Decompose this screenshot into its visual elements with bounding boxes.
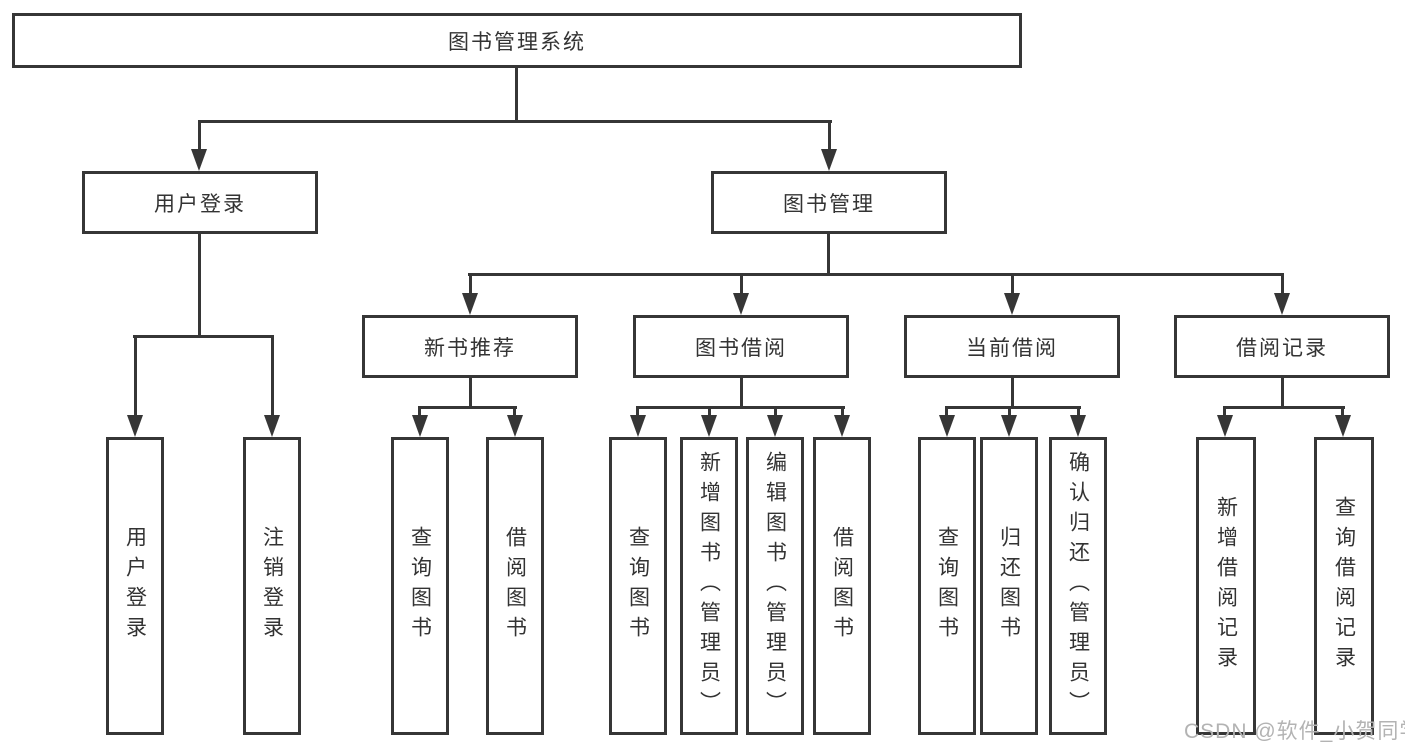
arrow-down-icon xyxy=(834,415,850,437)
leaf-user-login: 用户登录 xyxy=(106,437,164,735)
arrow-down-icon xyxy=(1004,293,1020,315)
connector-line xyxy=(1341,406,1344,417)
connector-line xyxy=(133,335,274,338)
node-current-borrow: 当前借阅 xyxy=(904,315,1120,378)
watermark: CSDN @软件_小贺同学 xyxy=(1184,720,1405,743)
leaf-user-login-label: 用户登录 xyxy=(123,526,147,646)
node-current-borrow-label: 当前借阅 xyxy=(966,336,1058,360)
arrow-down-icon xyxy=(630,415,646,437)
arrow-down-icon xyxy=(701,415,717,437)
leaf-records-query-record: 查询借阅记录 xyxy=(1314,437,1374,735)
leaf-recommend-query-books: 查询图书 xyxy=(391,437,449,735)
connector-line xyxy=(513,406,516,417)
connector-line xyxy=(134,335,137,417)
arrow-down-icon xyxy=(821,149,837,171)
connector-line xyxy=(515,66,518,122)
node-book-borrow-label: 图书借阅 xyxy=(695,336,787,360)
arrow-down-icon xyxy=(767,415,783,437)
leaf-current-query-books: 查询图书 xyxy=(918,437,976,735)
leaf-logout-label: 注销登录 xyxy=(260,526,284,646)
arrow-down-icon xyxy=(127,415,143,437)
leaf-borrow-query-books-label: 查询图书 xyxy=(626,526,650,646)
leaf-current-return-books: 归还图书 xyxy=(980,437,1038,735)
connector-line xyxy=(469,273,472,295)
leaf-borrow-borrow-books: 借阅图书 xyxy=(813,437,871,735)
arrow-down-icon xyxy=(462,293,478,315)
node-book-borrow: 图书借阅 xyxy=(633,315,849,378)
node-user-login-label: 用户登录 xyxy=(154,192,246,216)
arrow-down-icon xyxy=(733,293,749,315)
connector-line xyxy=(418,406,517,409)
node-borrow-records: 借阅记录 xyxy=(1174,315,1390,378)
leaf-current-query-books-label: 查询图书 xyxy=(935,526,959,646)
arrow-down-icon xyxy=(191,149,207,171)
connector-line xyxy=(468,273,1283,276)
node-user-login: 用户登录 xyxy=(82,171,318,234)
leaf-records-add-record-label: 新增借阅记录 xyxy=(1214,496,1238,676)
connector-line xyxy=(418,406,421,417)
leaf-recommend-borrow-books: 借阅图书 xyxy=(486,437,544,735)
leaf-borrow-borrow-books-label: 借阅图书 xyxy=(830,526,854,646)
connector-line xyxy=(740,378,743,409)
connector-line xyxy=(1281,378,1284,409)
arrow-down-icon xyxy=(412,415,428,437)
connector-line xyxy=(828,120,831,149)
connector-line xyxy=(827,234,830,276)
leaf-records-add-record: 新增借阅记录 xyxy=(1196,437,1256,735)
connector-line xyxy=(198,120,201,149)
leaf-logout: 注销登录 xyxy=(243,437,301,735)
connector-line xyxy=(1223,406,1345,409)
connector-line xyxy=(636,406,845,409)
leaf-current-return-books-label: 归还图书 xyxy=(997,526,1021,646)
connector-line xyxy=(1011,273,1014,295)
connector-line xyxy=(945,406,948,417)
node-borrow-records-label: 借阅记录 xyxy=(1236,336,1328,360)
arrow-down-icon xyxy=(507,415,523,437)
connector-line xyxy=(469,378,472,409)
connector-line xyxy=(198,234,201,338)
connector-line xyxy=(1008,406,1011,417)
arrow-down-icon xyxy=(939,415,955,437)
arrow-down-icon xyxy=(1217,415,1233,437)
leaf-borrow-edit-books-admin-label: 编辑图书（管理员） xyxy=(763,451,787,721)
connector-line xyxy=(708,406,711,417)
node-root-label: 图书管理系统 xyxy=(448,30,586,54)
arrow-down-icon xyxy=(1070,415,1086,437)
connector-line xyxy=(1077,406,1080,417)
connector-line xyxy=(271,335,274,417)
arrow-down-icon xyxy=(1001,415,1017,437)
leaf-borrow-add-books-admin: 新增图书（管理员） xyxy=(680,437,738,735)
node-book-management-label: 图书管理 xyxy=(783,192,875,216)
arrow-down-icon xyxy=(1335,415,1351,437)
connector-line xyxy=(198,120,832,123)
leaf-borrow-query-books: 查询图书 xyxy=(609,437,667,735)
node-new-book-recommend: 新书推荐 xyxy=(362,315,578,378)
connector-line xyxy=(1011,378,1014,409)
leaf-borrow-add-books-admin-label: 新增图书（管理员） xyxy=(697,451,721,721)
arrow-down-icon xyxy=(264,415,280,437)
node-book-management: 图书管理 xyxy=(711,171,947,234)
connector-line xyxy=(841,406,844,417)
leaf-current-confirm-return-admin: 确认归还（管理员） xyxy=(1049,437,1107,735)
connector-line xyxy=(1223,406,1226,417)
node-new-book-recommend-label: 新书推荐 xyxy=(424,336,516,360)
arrow-down-icon xyxy=(1274,293,1290,315)
leaf-recommend-borrow-books-label: 借阅图书 xyxy=(503,526,527,646)
leaf-borrow-edit-books-admin: 编辑图书（管理员） xyxy=(746,437,804,735)
connector-line xyxy=(945,406,1081,409)
node-root: 图书管理系统 xyxy=(12,13,1022,68)
connector-line xyxy=(740,273,743,295)
leaf-current-confirm-return-admin-label: 确认归还（管理员） xyxy=(1066,451,1090,721)
connector-line xyxy=(774,406,777,417)
connector-line xyxy=(636,406,639,417)
connector-line xyxy=(1281,273,1284,295)
leaf-records-query-record-label: 查询借阅记录 xyxy=(1332,496,1356,676)
leaf-recommend-query-books-label: 查询图书 xyxy=(408,526,432,646)
